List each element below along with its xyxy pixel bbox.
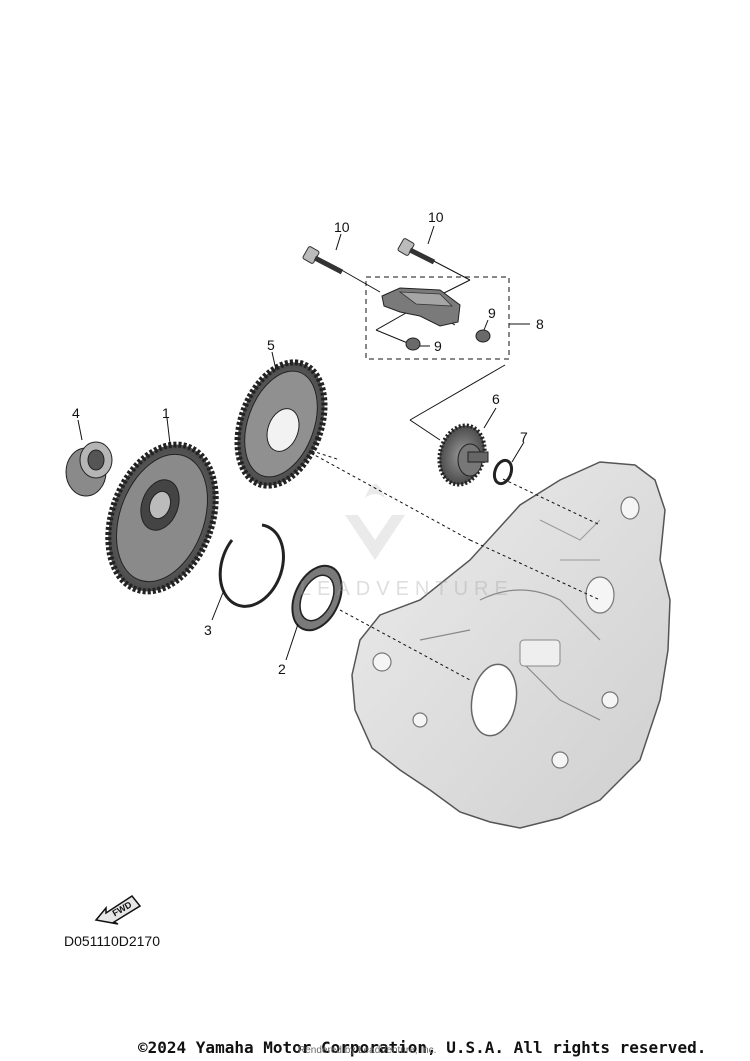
bracket-part-8	[381, 287, 461, 327]
callout-4: 4	[72, 405, 80, 421]
callout-9-right: 9	[488, 305, 496, 321]
callout-7: 7	[520, 429, 528, 445]
gear-part-1	[105, 441, 219, 595]
bolt-part-10-right	[397, 238, 436, 265]
bolt-leaders	[337, 257, 506, 441]
bolt-part-10-left	[302, 246, 344, 275]
dowel-part-9-right	[475, 329, 491, 343]
fwd-arrow-icon: FWD	[94, 894, 142, 925]
gear-part-5	[234, 359, 328, 489]
bushing-part-4	[65, 441, 113, 497]
rendered-by-text: Rendered by LeadVenture, Inc.	[298, 1045, 437, 1056]
callout-10-left: 10	[334, 219, 350, 235]
crankcase	[351, 461, 671, 829]
dowel-part-9-left	[405, 337, 421, 351]
callout-8: 8	[536, 316, 544, 332]
callout-5: 5	[267, 337, 275, 353]
diagram-code: D051110D2170	[64, 933, 161, 949]
callout-10-right: 10	[428, 209, 444, 225]
callout-leaders	[77, 225, 525, 661]
copyright-text: ©2024 Yamaha Motor Corporation, U.S.A. A…	[138, 1038, 707, 1057]
watermark-logo	[345, 484, 405, 560]
callout-1: 1	[162, 405, 170, 421]
gear-part-6	[437, 423, 489, 487]
callout-9-left: 9	[434, 338, 442, 354]
watermark-text: LEADVENTURE	[300, 578, 514, 600]
circlip-part-3	[218, 523, 285, 608]
washer-part-7	[492, 458, 514, 486]
callout-2: 2	[278, 661, 286, 677]
callout-6: 6	[492, 391, 500, 407]
callout-3: 3	[204, 622, 212, 638]
assembly-box	[365, 276, 510, 360]
clutch-part-2	[291, 564, 343, 632]
